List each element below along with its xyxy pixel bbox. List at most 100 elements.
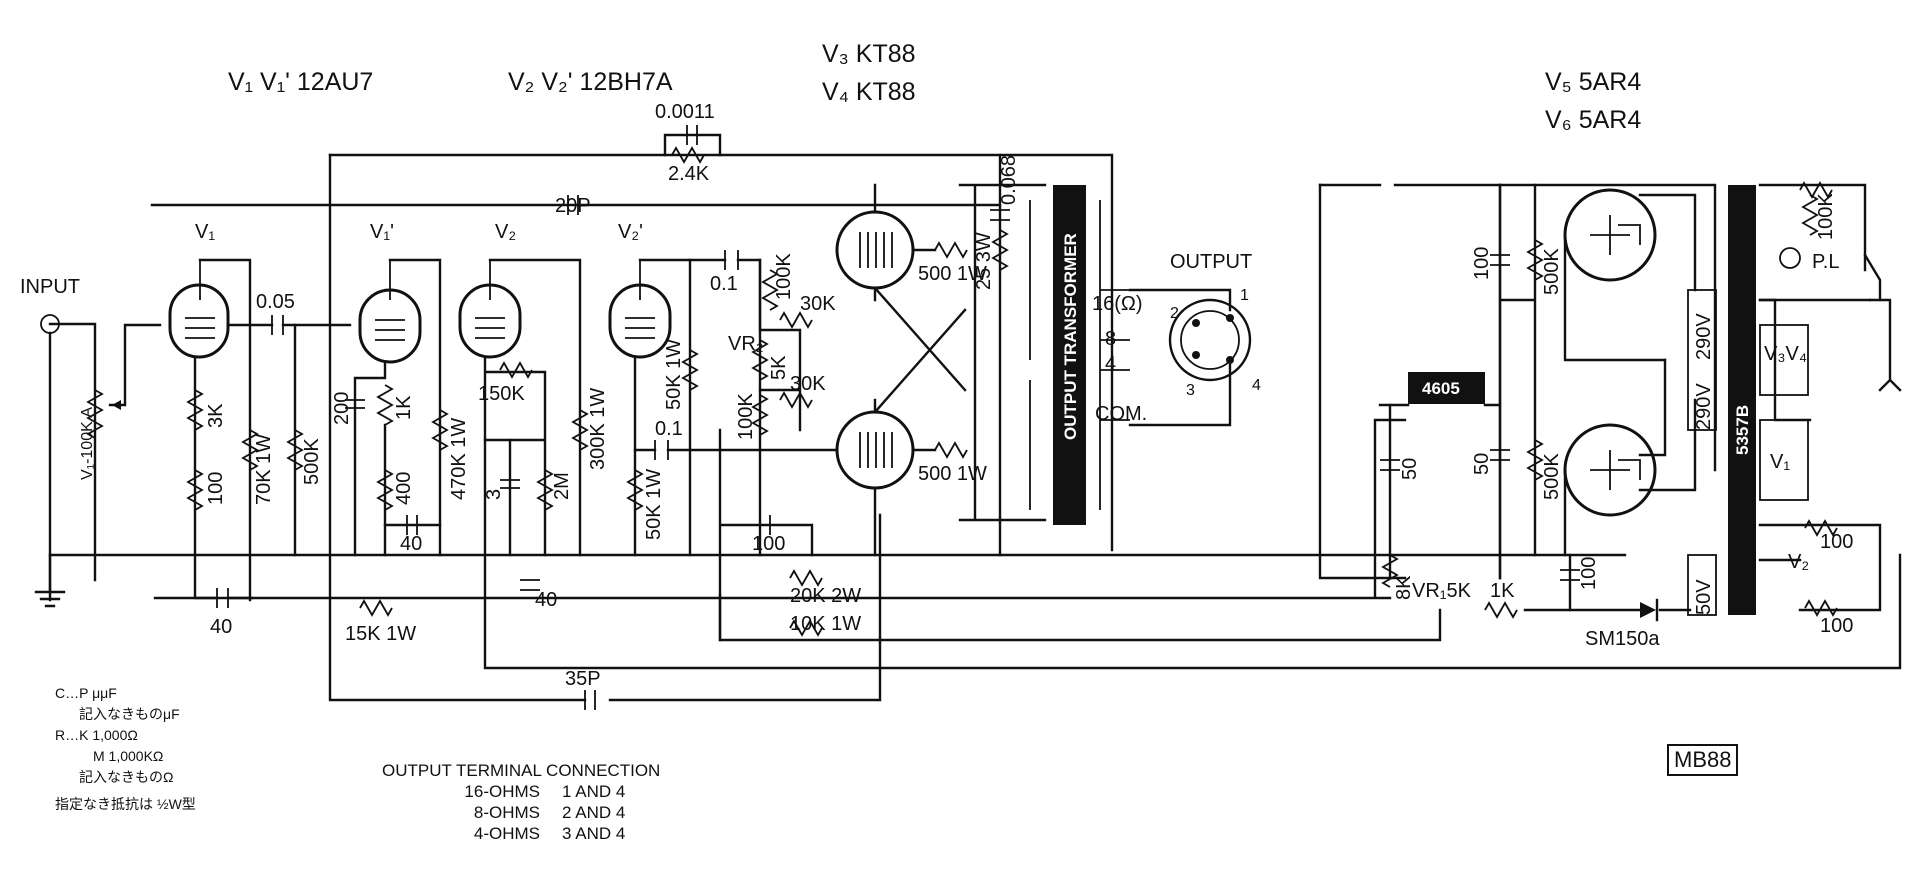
resistor-470k xyxy=(431,409,449,451)
svg-text:5K: 5K xyxy=(768,355,790,380)
resistor-150k xyxy=(499,361,533,379)
resistor-400 xyxy=(376,469,394,511)
power-transformer-core xyxy=(1728,185,1756,615)
cap-0-0011 xyxy=(686,125,698,145)
cap-100-ps xyxy=(1490,254,1510,266)
stage-label-v1p: V₁' xyxy=(370,221,394,243)
resistor-3k xyxy=(186,389,204,431)
return-wire-2 xyxy=(483,438,1902,670)
svg-text:2: 2 xyxy=(1170,305,1179,322)
pilot-lamp-icon xyxy=(1779,247,1801,269)
svg-text:100K: 100K xyxy=(1815,193,1837,240)
svg-text:50: 50 xyxy=(1471,453,1493,475)
svg-text:500K: 500K xyxy=(301,438,323,485)
svg-text:COM.: COM. xyxy=(1095,403,1147,425)
svg-text:20P: 20P xyxy=(555,195,591,217)
svg-text:8K: 8K xyxy=(1393,575,1415,600)
tube-v1 xyxy=(168,283,230,359)
diode-icon xyxy=(1640,602,1656,618)
resistor-1k-ps xyxy=(1484,601,1518,619)
resistor-8k xyxy=(1381,554,1399,588)
cap-50-ps xyxy=(1380,459,1400,471)
svg-text:0.068: 0.068 xyxy=(998,155,1020,205)
resistor-25-3w xyxy=(991,229,1009,271)
resistor-500k-ps1 xyxy=(1526,239,1544,281)
output-terminal-connection: OUTPUT TERMINAL CONNECTION 16-OHMS 1 AND… xyxy=(382,760,660,844)
output-transformer-label: OUTPUT TRANSFORMER xyxy=(1061,233,1080,440)
svg-text:2M: 2M xyxy=(551,472,573,500)
output-connector xyxy=(1168,298,1252,382)
svg-text:20K 2W: 20K 2W xyxy=(790,585,861,607)
legend-line: R…K 1,000Ω xyxy=(55,727,138,743)
tube-heading-v2: V₂ V₂' 12BH7A xyxy=(508,68,673,96)
svg-text:16(Ω): 16(Ω) xyxy=(1092,293,1143,315)
svg-text:10K 1W: 10K 1W xyxy=(790,613,861,635)
svg-text:500K: 500K xyxy=(1541,453,1563,500)
tube-heading-v6: V₆ 5AR4 xyxy=(1545,106,1641,134)
vr1-5k: VR₁5K xyxy=(1412,580,1472,602)
svg-text:30K: 30K xyxy=(800,293,836,315)
cap-40-b xyxy=(406,515,418,535)
resistor-500k-ps2 xyxy=(1526,439,1544,481)
volume-pot xyxy=(86,389,104,439)
svg-text:150K: 150K xyxy=(478,383,525,405)
svg-text:40: 40 xyxy=(210,616,232,638)
return-wire-4 xyxy=(1318,183,1407,580)
svg-text:V₁: V₁ xyxy=(1770,451,1790,473)
legend: C…P μμF 記入なきものμF R…K 1,000Ω M 1,000KΩ 記入… xyxy=(55,683,196,815)
vr1-label: V₁-100K A xyxy=(79,407,96,480)
svg-text:4605: 4605 xyxy=(1422,379,1460,398)
svg-text:V₂: V₂ xyxy=(1788,551,1809,573)
svg-text:3: 3 xyxy=(483,489,505,500)
svg-text:4: 4 xyxy=(1252,377,1261,394)
resistor-300k xyxy=(571,409,589,451)
tube-heading-v3: V₃ KT88 xyxy=(822,40,916,68)
tube-heading-v5: V₅ 5AR4 xyxy=(1545,68,1641,96)
resistor-100-v1 xyxy=(186,469,204,511)
svg-text:1: 1 xyxy=(1240,287,1249,304)
legend-line: M 1,000KΩ xyxy=(93,748,164,764)
power-switch-icon xyxy=(1863,253,1882,302)
resistor-100k-b xyxy=(751,394,769,436)
svg-text:3K: 3K xyxy=(205,403,227,428)
svg-text:3: 3 xyxy=(1186,382,1195,399)
svg-text:15K 1W: 15K 1W xyxy=(345,623,416,645)
resistor-30k-b xyxy=(779,391,813,409)
cap-100-b xyxy=(759,515,771,535)
svg-text:50V: 50V xyxy=(1693,579,1715,615)
resistor-100k-a xyxy=(761,269,779,311)
legend-line: 指定なき抵抗は ½W型 xyxy=(55,796,196,812)
svg-text:1K: 1K xyxy=(1490,580,1515,602)
cap-0-068 xyxy=(990,209,1010,221)
cap-35p xyxy=(584,690,596,710)
resistor-500-a xyxy=(934,241,968,259)
ground-symbol-icon xyxy=(34,553,66,608)
svg-text:100K: 100K xyxy=(735,393,757,440)
svg-text:40: 40 xyxy=(400,533,422,555)
svg-text:25 3W: 25 3W xyxy=(973,232,995,290)
resistor-50k-b xyxy=(681,349,699,391)
legend-line: C…P μμF xyxy=(55,685,117,701)
tube-kt88-v3 xyxy=(835,210,915,290)
pot-5k xyxy=(751,339,769,381)
tube-heading-v4: V₄ KT88 xyxy=(822,78,916,106)
tube-kt88-v4 xyxy=(835,410,915,490)
legend-line: 記入なきものμF xyxy=(79,706,180,722)
svg-text:100: 100 xyxy=(1820,531,1853,553)
svg-text:300K 1W: 300K 1W xyxy=(587,388,609,470)
resistor-70k xyxy=(241,429,259,471)
return-wire-1 xyxy=(328,153,882,702)
resistor-500-b xyxy=(934,441,968,459)
tube-heading-v1: V₁ V₁' 12AU7 xyxy=(228,68,373,96)
cap-200 xyxy=(345,390,365,409)
svg-text:2.4K: 2.4K xyxy=(668,163,710,185)
svg-text:70K 1W: 70K 1W xyxy=(253,434,275,505)
svg-text:500K: 500K xyxy=(1541,248,1563,295)
svg-text:30K: 30K xyxy=(790,373,826,395)
feedback-loop-top xyxy=(328,153,1114,552)
cap-50-ps2 xyxy=(1490,449,1510,461)
otc-row: 4-OHMS 3 AND 4 xyxy=(473,824,626,843)
svg-text:100: 100 xyxy=(1820,615,1853,637)
resistor-30k-a xyxy=(779,311,813,329)
b-plus-bus xyxy=(153,418,1407,600)
